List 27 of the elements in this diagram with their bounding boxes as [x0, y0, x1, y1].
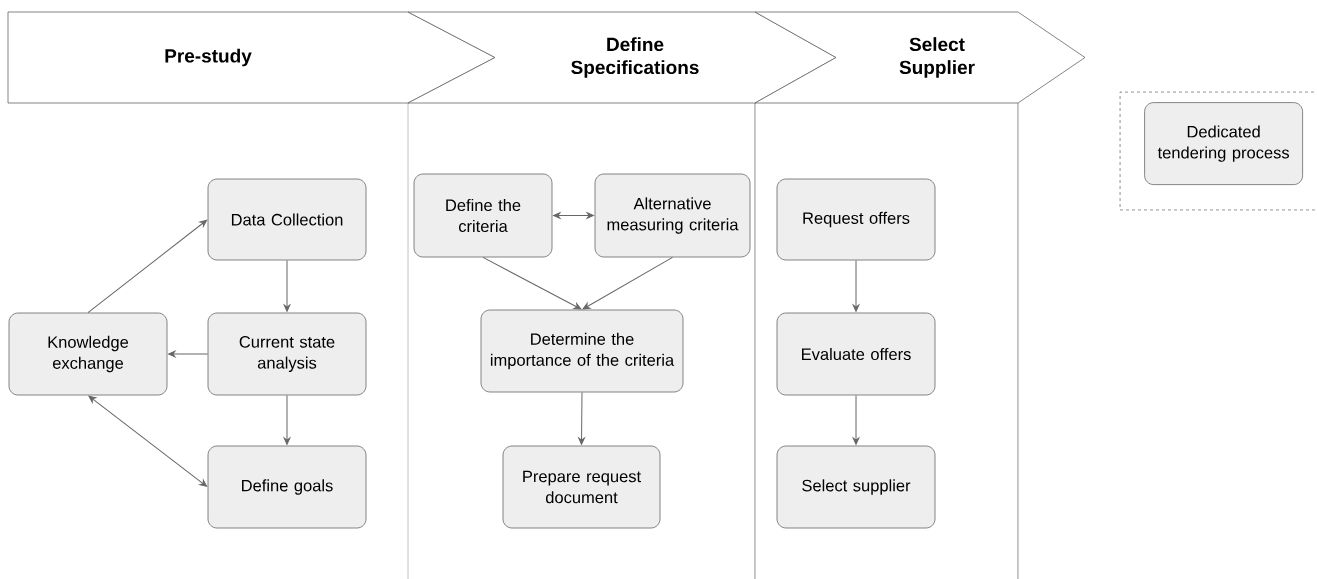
- arrow: [578, 391, 585, 445]
- arrow: [852, 394, 860, 445]
- arrow: [168, 350, 209, 358]
- chevron-step: Define Specifications: [407, 11, 837, 104]
- process-box: Select supplier: [776, 445, 936, 529]
- arrow: [582, 256, 673, 310]
- arrow: [482, 256, 582, 310]
- arrow: [283, 394, 291, 445]
- chevron-step: Pre-study: [7, 11, 496, 104]
- process-box: Prepare request document: [502, 445, 661, 529]
- chevron-step: Select Supplier: [754, 11, 1086, 104]
- process-box: Evaluate offers: [776, 312, 936, 396]
- arrow: [553, 212, 594, 219]
- process-box: Alternative measuring criteria: [594, 173, 751, 258]
- arrow: [283, 259, 291, 312]
- process-box: Define the criteria: [413, 173, 553, 258]
- process-box: Current state analysis: [207, 312, 367, 396]
- process-box: Determine the importance of the criteria: [480, 309, 684, 393]
- process-box: Request offers: [776, 178, 936, 261]
- process-box: Dedicated tendering process: [1144, 102, 1303, 185]
- process-box: Define goals: [207, 445, 367, 529]
- arrow: [88, 395, 208, 487]
- process-box: Knowledge exchange: [8, 312, 168, 396]
- arrow: [852, 259, 860, 312]
- arrow: [87, 219, 208, 314]
- dashed-frame: [1119, 91, 1317, 211]
- process-box: Data Collection: [207, 178, 367, 261]
